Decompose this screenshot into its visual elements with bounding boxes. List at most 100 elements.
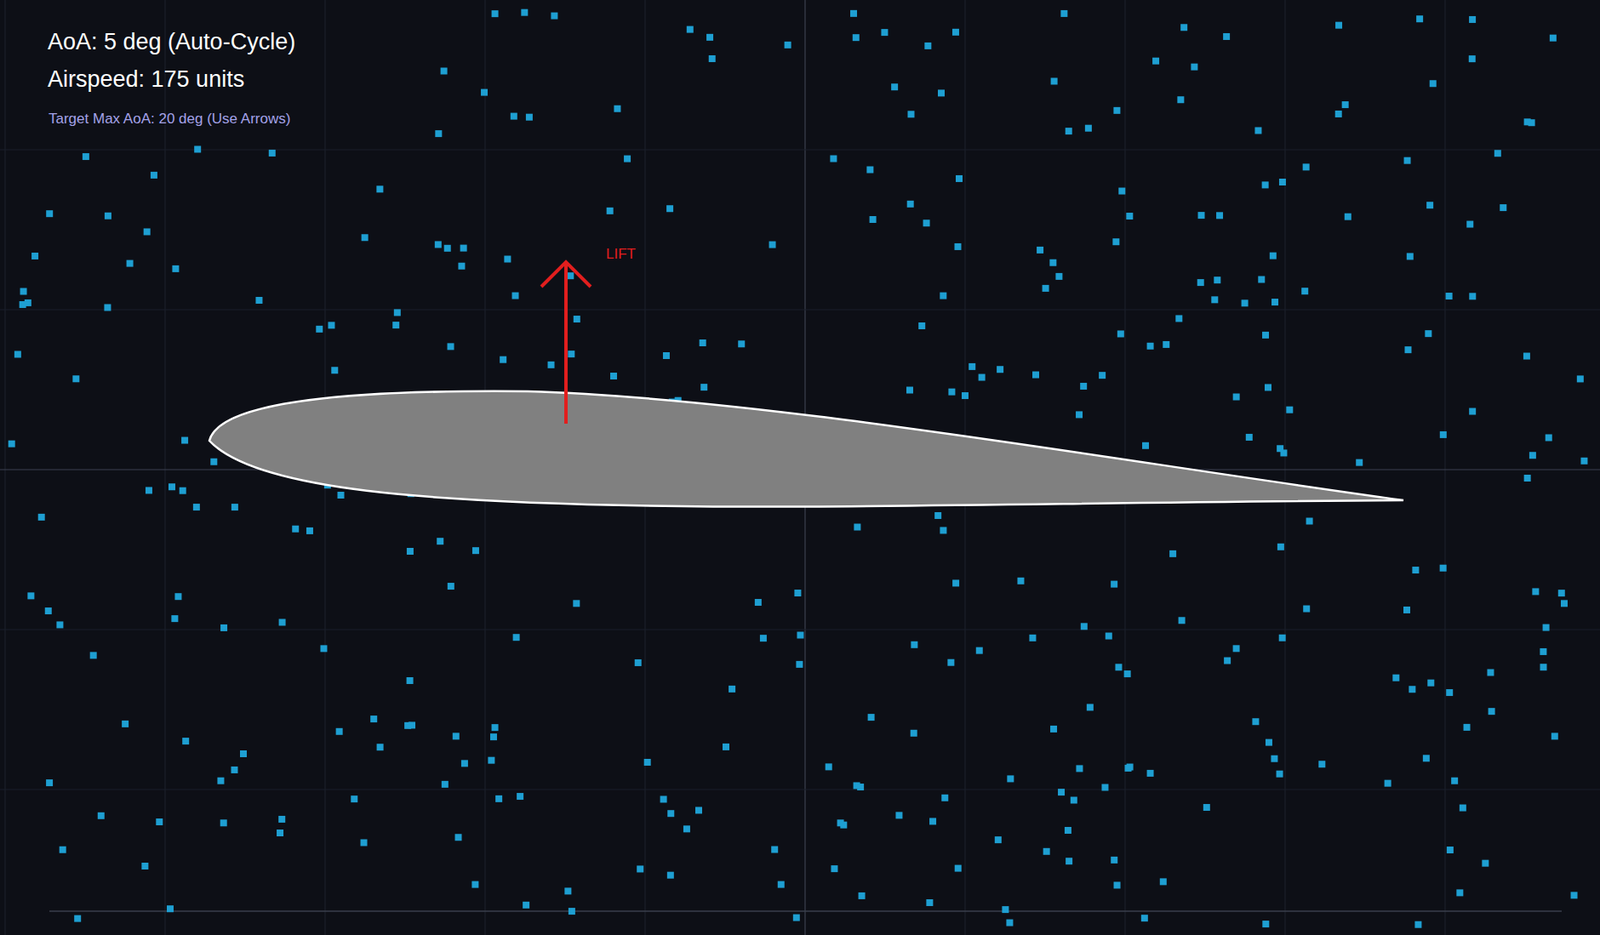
air-particle <box>1577 375 1584 383</box>
air-particle <box>948 388 955 396</box>
air-particle <box>499 356 507 364</box>
grid-line <box>1444 0 1446 935</box>
air-particle <box>666 205 674 212</box>
air-particle <box>796 632 804 640</box>
air-particle <box>573 315 581 323</box>
air-particle <box>1075 411 1083 418</box>
air-particle <box>20 288 28 296</box>
air-particle <box>1542 624 1550 632</box>
lift-shaft <box>564 262 568 424</box>
air-particle <box>480 89 488 97</box>
air-particle <box>1262 920 1269 928</box>
air-particle <box>45 779 53 787</box>
air-particle <box>1540 663 1548 671</box>
air-particle <box>255 297 263 304</box>
air-particle <box>1198 211 1206 219</box>
air-particle <box>1279 178 1286 186</box>
air-particle <box>210 458 218 466</box>
air-particle <box>1005 920 1013 927</box>
air-particle <box>1269 252 1277 260</box>
air-particle <box>59 846 67 854</box>
air-particle <box>97 812 105 820</box>
air-particle <box>193 503 200 511</box>
air-particle <box>279 618 286 626</box>
air-particle <box>1262 181 1269 189</box>
air-particle <box>1264 383 1272 391</box>
air-particle <box>1117 330 1125 338</box>
air-particle <box>1446 846 1454 854</box>
air-particle <box>1112 238 1120 246</box>
air-particle <box>1451 777 1458 785</box>
air-particle <box>1147 770 1155 778</box>
air-particle <box>150 171 158 179</box>
air-particle <box>1245 434 1253 441</box>
air-particle <box>337 491 344 499</box>
air-particle <box>194 145 201 153</box>
air-particle <box>171 615 178 623</box>
air-particle <box>1211 296 1218 303</box>
air-particle <box>1486 668 1494 676</box>
air-particle <box>1414 921 1422 929</box>
air-particle <box>1036 246 1044 254</box>
air-particle <box>1110 581 1118 589</box>
air-particle <box>1114 881 1121 889</box>
air-particle <box>406 677 414 685</box>
air-particle <box>350 795 358 803</box>
air-particle <box>471 881 479 889</box>
air-particle <box>1043 848 1051 856</box>
air-particle <box>954 243 961 251</box>
lift-head <box>541 262 591 287</box>
air-particle <box>858 892 866 900</box>
air-particle <box>700 383 708 391</box>
air-particle <box>306 527 314 535</box>
air-particle <box>1422 754 1430 762</box>
air-particle <box>447 342 455 350</box>
air-particle <box>1180 23 1188 31</box>
air-particle <box>24 299 32 307</box>
air-particle <box>929 817 937 825</box>
air-particle <box>1302 163 1310 171</box>
air-particle <box>436 537 444 545</box>
air-particle <box>220 819 228 827</box>
air-particle <box>361 234 369 241</box>
air-particle <box>155 818 163 826</box>
air-particle <box>1524 474 1532 482</box>
air-particle <box>1086 703 1094 711</box>
air-particle <box>1440 431 1447 439</box>
air-particle <box>525 114 533 121</box>
air-particle <box>686 26 694 34</box>
air-particle <box>634 659 642 667</box>
air-particle <box>1271 298 1279 306</box>
air-particle <box>1545 434 1553 441</box>
air-particle <box>610 372 618 380</box>
air-particle <box>1306 518 1314 526</box>
aoa-readout: AoA: 5 deg (Auto-Cycle) <box>47 28 296 56</box>
air-particle <box>1060 10 1068 18</box>
air-particle <box>441 781 449 789</box>
air-particle <box>377 743 384 751</box>
air-particle <box>1301 287 1309 295</box>
air-particle <box>103 303 111 311</box>
air-particle <box>408 721 416 729</box>
air-particle <box>1404 157 1412 165</box>
air-particle <box>722 743 730 751</box>
air-particle <box>925 899 933 907</box>
air-particle <box>869 216 877 223</box>
air-particle <box>550 12 558 20</box>
air-particle <box>1190 63 1198 71</box>
air-particle <box>566 272 574 280</box>
air-particle <box>1494 149 1502 157</box>
air-particle <box>1549 34 1557 42</box>
air-particle <box>857 783 864 791</box>
air-particle <box>179 487 187 495</box>
air-particle <box>8 440 16 448</box>
air-particle <box>231 503 239 511</box>
air-particle <box>907 200 915 208</box>
air-particle <box>452 732 460 740</box>
air-particle <box>1558 589 1566 597</box>
grid-line <box>0 308 1600 310</box>
air-particle <box>1017 577 1024 585</box>
air-particle <box>706 34 714 41</box>
air-particle <box>548 361 555 369</box>
air-particle <box>1463 724 1471 732</box>
